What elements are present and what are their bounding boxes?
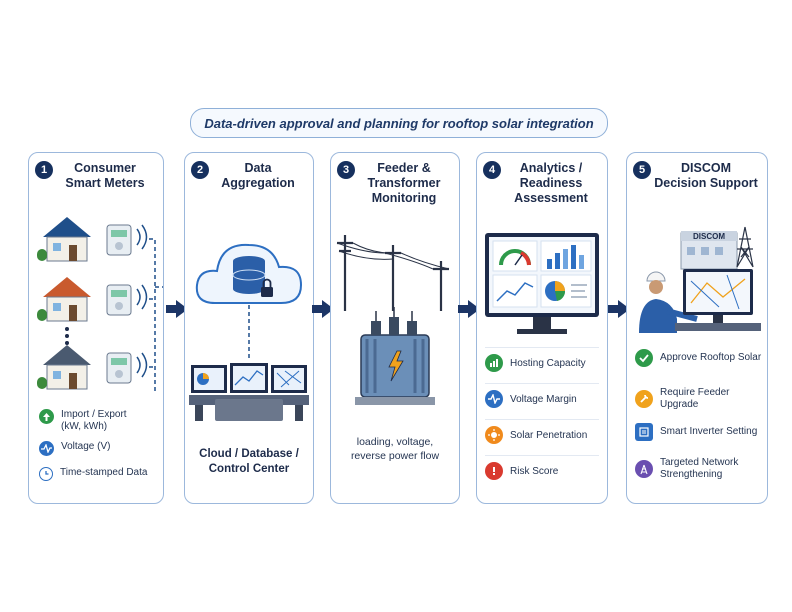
line-chart-icon [492,274,538,308]
check-icon [635,349,653,367]
lock-icon [261,278,273,297]
house-icon [37,217,91,262]
diagram-title: Data-driven approval and planning for ro… [190,108,608,138]
control-center-desk-icon [189,363,309,421]
power-lines [336,242,450,270]
smart-meter-icon [106,224,148,256]
transmission-tower-icon [736,226,754,268]
analytics-monitor-illustration [485,233,599,334]
dashed-connector [149,238,163,393]
warning-icon [485,462,503,480]
power-pole-icon [337,235,449,311]
cloud-database-illustration [189,243,309,421]
smart-meter-houses-illustration [37,217,163,393]
clock-icon [39,467,53,481]
smart-meter-icon [106,284,148,316]
inverter-icon [635,423,653,441]
legend-time-stamped: Time-stamped Data [39,467,147,481]
legend-import-export: Import / Export (kW, kWh) [39,409,141,433]
smart-meter-icon [106,352,148,384]
panel-2-caption: Cloud / Database / Control Center [199,448,299,475]
pie-chart-icon [540,274,592,308]
bar-chart-icon [540,240,592,272]
step-number-2: 2 [191,161,209,179]
wrench-icon [635,390,653,408]
database-icon [232,256,266,294]
operator-icon [639,271,698,333]
step-number-5: 5 [633,161,651,179]
legend-voltage: Voltage (V) [39,441,110,456]
waveform-icon [485,390,503,408]
metric-hosting-capacity: Hosting Capacity [485,347,599,378]
decision-smart-inverter-setting: Smart Inverter Setting [635,423,763,441]
sun-icon [485,426,503,444]
metric-voltage-margin: Voltage Margin [485,383,599,414]
discom-operator-illustration: DISCOM [639,226,761,333]
gauge-icon [492,240,538,272]
transformer-poles-illustration [336,235,450,405]
more-dots-icon [65,327,69,345]
up-down-arrow-icon [39,409,54,424]
discom-building-icon [680,231,738,270]
step-number-1: 1 [35,161,53,179]
metric-risk-score: Risk Score [485,455,599,486]
decision-require-feeder-upgrade: Require Feeder Upgrade [635,387,763,411]
house-icon [37,277,91,322]
bar-chart-icon [485,354,503,372]
step-number-4: 4 [483,161,501,179]
waveform-icon [39,441,54,456]
discom-building-label: DISCOM [693,232,725,241]
house-icon [37,345,91,390]
decision-approve-rooftop-solar: Approve Rooftop Solar [635,349,763,367]
metric-solar-penetration: Solar Penetration [485,419,599,450]
step-number-3: 3 [337,161,355,179]
monitor-icon [675,269,761,331]
transformer-icon [355,307,435,405]
panel-3-caption: loading, voltage, reverse power flow [350,436,440,462]
tower-icon [635,460,653,478]
decision-targeted-network-strengthening: Targeted Network Strengthening [635,457,763,481]
